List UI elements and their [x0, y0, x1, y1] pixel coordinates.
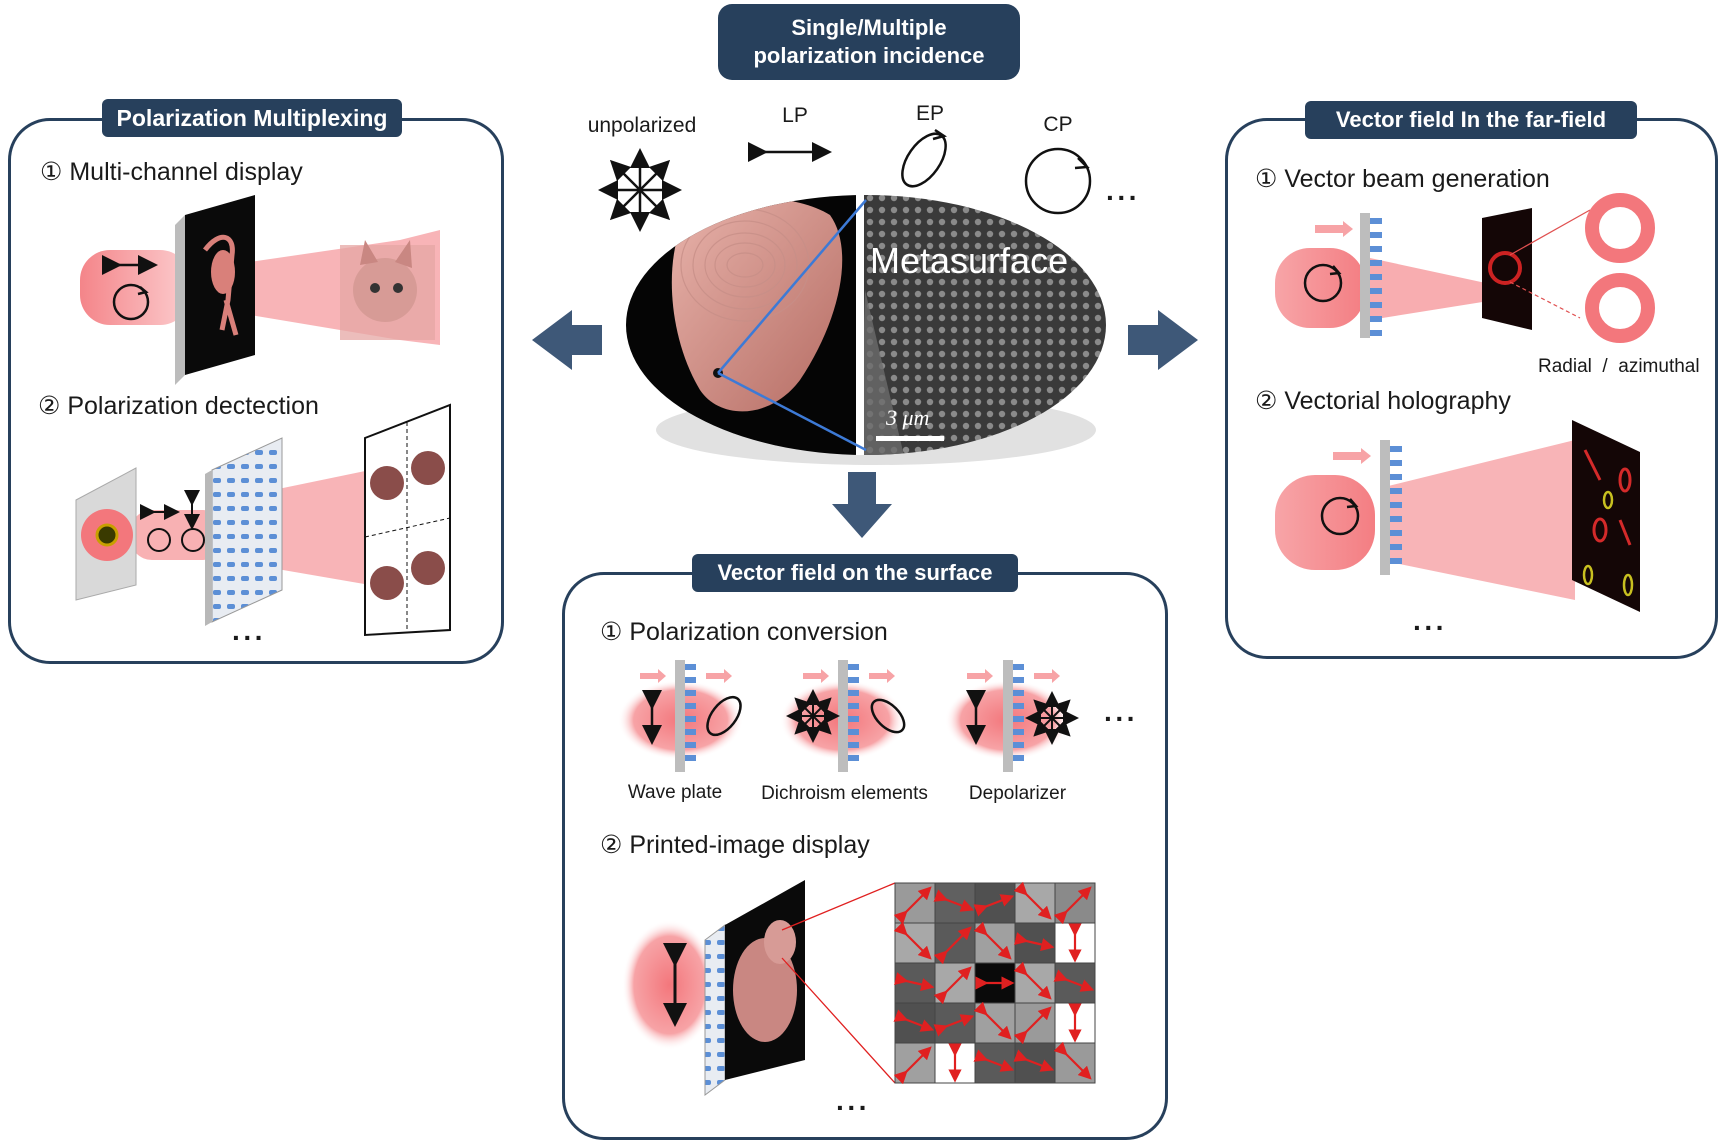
conversion-ellipsis: ··· — [1104, 703, 1138, 734]
vectorial-holography-figure — [1275, 420, 1640, 612]
polarization-grid — [893, 881, 1096, 1085]
metasurface-label: Metasurface — [870, 240, 1069, 281]
cp-label: CP — [1043, 113, 1073, 136]
printed-image-label: ② Printed-image display — [600, 831, 870, 859]
wave-plate-label: Wave plate — [627, 782, 723, 803]
multichannel-display-figure — [80, 195, 440, 385]
incidence-ellipsis: ··· — [1106, 182, 1140, 213]
right-panel-title: Vector field In the far-field — [1305, 101, 1637, 139]
polarization-detection-figure — [75, 403, 451, 637]
unpolarized-symbol — [598, 148, 682, 232]
polarization-conversion-label: ① Polarization conversion — [600, 618, 888, 646]
left-panel-title: Polarization Multiplexing — [102, 99, 402, 137]
cp-symbol — [1024, 147, 1092, 215]
bottom-panel-title: Vector field on the surface — [692, 554, 1018, 592]
vector-beam-figure — [1275, 193, 1655, 343]
printed-image-figure — [622, 880, 896, 1096]
vectorial-holography-label: ② Vectorial holography — [1255, 387, 1511, 415]
radial-azimuthal-label: Radial / azimuthal — [1538, 356, 1700, 377]
depolarizer-label: Depolarizer — [968, 783, 1067, 804]
incidence-title-line1: Single/Multiple — [791, 15, 947, 40]
polarization-detection-label: ② Polarization dectection — [38, 392, 319, 420]
lp-label: LP — [782, 104, 808, 127]
right-ellipsis: ··· — [1413, 612, 1447, 643]
arrow-down — [832, 472, 892, 538]
vector-beam-label: ① Vector beam generation — [1255, 165, 1550, 193]
scale-bar-label: 3 μm — [886, 405, 930, 430]
arrow-right — [1128, 310, 1198, 370]
ep-label: EP — [915, 102, 944, 125]
left-ellipsis: ··· — [232, 622, 266, 653]
polarization-conversion-figures — [618, 660, 1079, 772]
ep-symbol — [901, 128, 947, 188]
multichannel-display-label: ① Multi-channel display — [40, 158, 303, 186]
incidence-title: Single/Multiple polarization incidence — [718, 4, 1020, 80]
metasurface-image — [626, 195, 1106, 465]
unpolarized-label: unpolarized — [587, 114, 697, 137]
arrow-left — [532, 310, 602, 370]
incidence-title-line2: polarization incidence — [753, 43, 985, 68]
dichroism-label: Dichroism elements — [761, 783, 928, 804]
bottom-ellipsis: ··· — [836, 1092, 870, 1123]
